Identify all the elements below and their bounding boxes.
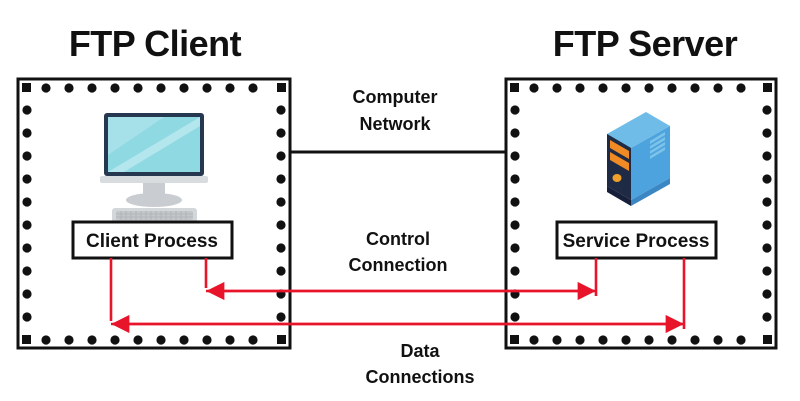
server-zone [504,77,778,350]
server-tower-icon [607,112,670,206]
zone-corner-dot [22,335,31,344]
zone-corner-dot [277,335,286,344]
zone-corner-dot [763,335,772,344]
client-process-box[interactable]: Client Process [71,220,234,260]
client-zone-left-dots [22,105,32,322]
client-zone-right-dots [276,105,286,322]
zone-corner-dot [763,83,772,92]
zone-corner-dot [277,83,286,92]
control-label-line1: Control [366,229,430,249]
ftp-client-title: FTP Client [69,23,242,64]
client-zone-top-dots [41,83,258,93]
server-zone-bottom-dots [529,335,746,345]
network-label-line2: Network [359,114,431,134]
zone-corner-dot [22,83,31,92]
data-label-line2: Connections [365,367,474,387]
ftp-server-title: FTP Server [553,23,738,64]
server-zone-right-dots [762,105,772,322]
client-zone-bottom-dots [41,335,258,345]
control-connection-arrow [204,258,598,301]
desktop-computer-icon [100,113,208,223]
data-label-line1: Data [400,341,440,361]
control-label-line2: Connection [349,255,448,275]
service-process-box[interactable]: Service Process [555,220,718,260]
server-zone-left-dots [510,105,520,322]
server-zone-top-dots [529,83,746,93]
network-label-line1: Computer [353,87,438,107]
client-process-label: Client Process [86,231,218,252]
zone-corner-dot [510,335,519,344]
zone-corner-dot [510,83,519,92]
data-connections-arrow [109,258,686,334]
service-process-label: Service Process [563,231,710,252]
